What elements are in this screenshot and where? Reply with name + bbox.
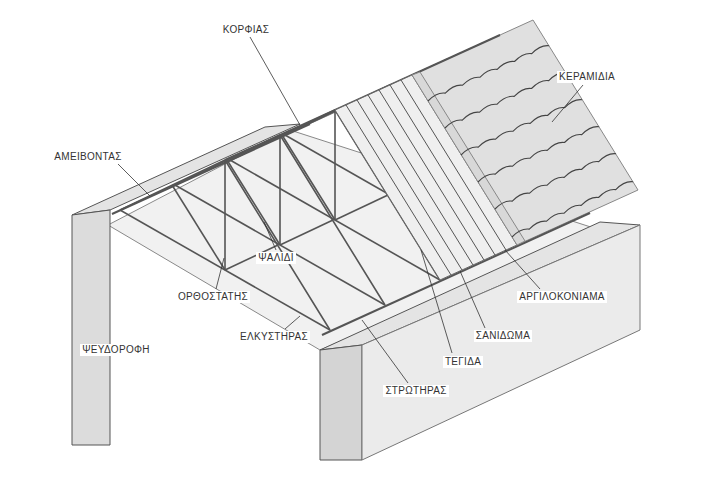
part-label: ΚΟΡΦΙΑΣ [221, 24, 272, 36]
part-label: ΨΑΛΙΔΙ [256, 252, 296, 264]
part-label: ΑΡΓΙΛΟΚΟΝΙΑΜΑ [517, 291, 607, 303]
part-label: ΑΜΕΙΒΟΝΤΑΣ [52, 151, 123, 163]
part-label: ΕΛΚΥΣΤΗΡΑΣ [238, 331, 310, 343]
part-label: ΣΤΡΩΤΗΡΑΣ [383, 385, 448, 397]
part-label: ΣΑΝΙΔΩΜΑ [474, 330, 532, 342]
part-label: ΨΕΥΔΟΡΟΦΗ [80, 344, 152, 356]
part-label: ΟΡΘΟΣΤΑΤΗΣ [176, 291, 250, 303]
part-label: ΚΕΡΑΜΙΔΙΑ [557, 71, 617, 83]
part-label: ΤΕΓΙΔΑ [443, 356, 483, 368]
